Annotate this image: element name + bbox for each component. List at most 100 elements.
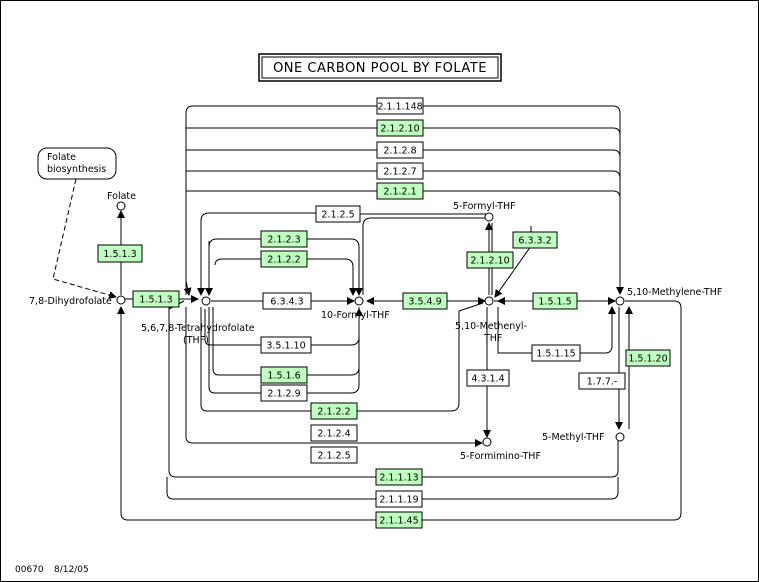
compound-node-5-10-methylene-thf[interactable] — [615, 296, 625, 306]
enzyme-box-rect[interactable] — [260, 366, 308, 384]
folate-biosynthesis-line1: Folate — [47, 152, 76, 163]
enzyme-label: 2.1.1.148 — [377, 102, 422, 113]
enzyme-label: 3.5.4.9 — [408, 297, 441, 308]
enzyme-label: 2.1.2.10 — [470, 256, 509, 267]
enzyme-box-rect[interactable] — [260, 250, 308, 268]
enzyme-box-1-5-1-20[interactable]: 1.5.1.20 — [625, 349, 671, 367]
enzyme-box-rect[interactable] — [531, 344, 581, 362]
compound-node-10-formyl-thf[interactable] — [354, 296, 364, 306]
enzyme-box-rect[interactable] — [375, 468, 423, 486]
enzyme-box-rect[interactable] — [132, 290, 180, 308]
enzyme-label: 1.5.1.20 — [628, 354, 667, 365]
compound-label-folate: Folate — [107, 191, 136, 202]
enzyme-box-rect[interactable] — [376, 97, 424, 115]
enzyme-label: 1.5.1.15 — [536, 349, 575, 360]
enzyme-box-2-1-2-8[interactable]: 2.1.2.8 — [376, 141, 424, 159]
enzyme-label: 2.1.2.8 — [383, 146, 416, 157]
compound-label-5-formyl-thf: 5-Formyl-THF — [453, 201, 516, 212]
enzyme-label: 2.1.2.5 — [321, 210, 354, 221]
enzyme-box-4-3-1-4[interactable]: 4.3.1.4 — [466, 369, 510, 387]
enzyme-label: 1.5.1.5 — [538, 297, 571, 308]
enzyme-box-2-1-2-4[interactable]: 2.1.2.4 — [310, 424, 358, 442]
enzyme-box-rect[interactable] — [466, 369, 510, 387]
enzyme-box-rect[interactable] — [262, 292, 312, 310]
enzyme-box-rect[interactable] — [260, 384, 308, 402]
compound-label-10-formyl-thf: 10-Formyl-THF — [321, 310, 390, 321]
folate-biosynthesis-arrow — [52, 178, 117, 299]
reaction-lines — [117, 105, 682, 521]
enzyme-box-2-1-2-5[interactable]: 2.1.2.5 — [315, 205, 361, 223]
enzyme-boxes: 2.1.1.148 2.1.2.10 2.1.2.8 2.1.2.7 2.1.2.1 2.… — [97, 97, 671, 529]
compound-label-5-formimino-thf: 5-Formimino-THF — [460, 451, 541, 462]
enzyme-box-rect[interactable] — [512, 231, 558, 249]
enzyme-box-2-1-2-5[interactable]: 2.1.2.5 — [310, 446, 358, 464]
enzyme-box-6-3-3-2[interactable]: 6.3.3.2 — [512, 231, 558, 249]
compound-node-thf[interactable] — [201, 296, 211, 306]
folate-biosynthesis-link[interactable] — [37, 147, 117, 180]
enzyme-box-rect[interactable] — [402, 292, 448, 310]
enzyme-box-2-1-2-10[interactable]: 2.1.2.10 — [376, 119, 424, 137]
enzyme-box-2-1-1-13[interactable]: 2.1.1.13 — [375, 468, 423, 486]
enzyme-box-2-1-2-10[interactable]: 2.1.2.10 — [466, 251, 514, 269]
enzyme-box-2-1-2-7[interactable]: 2.1.2.7 — [376, 162, 424, 180]
enzyme-box-1-7-7--[interactable]: 1.7.7.- — [578, 372, 626, 390]
enzyme-box-3-5-1-10[interactable]: 3.5.1.10 — [260, 336, 312, 354]
enzyme-box-3-5-4-9[interactable]: 3.5.4.9 — [402, 292, 448, 310]
enzyme-box-rect[interactable] — [376, 182, 424, 200]
compound-label-thf-line1: 5,6,7,8-Tetrahydrofolate — [141, 323, 255, 334]
enzyme-box-1-5-1-6[interactable]: 1.5.1.6 — [260, 366, 308, 384]
enzyme-box-rect[interactable] — [532, 292, 578, 310]
compound-node-5-methyl-thf[interactable] — [615, 432, 625, 442]
enzyme-box-rect[interactable] — [375, 511, 423, 529]
enzyme-label: 2.1.2.9 — [267, 389, 300, 400]
enzyme-label: 2.1.2.5 — [317, 451, 350, 462]
enzyme-box-1-5-1-3[interactable]: 1.5.1.3 — [132, 290, 180, 308]
enzyme-label: 2.1.1.19 — [379, 495, 418, 506]
map-id: 00670 — [15, 565, 44, 575]
enzyme-label: 3.5.1.10 — [266, 341, 305, 352]
compound-label-dihydrofolate: 7,8-Dihydrofolate — [29, 296, 112, 307]
enzyme-box-2-1-1-45[interactable]: 2.1.1.45 — [375, 511, 423, 529]
enzyme-label: 2.1.2.2 — [267, 255, 300, 266]
enzyme-box-rect[interactable] — [260, 336, 312, 354]
compound-node-folate[interactable] — [116, 201, 126, 211]
enzyme-box-2-1-2-2[interactable]: 2.1.2.2 — [310, 402, 358, 420]
enzyme-box-1-5-1-3[interactable]: 1.5.1.3 — [97, 244, 143, 263]
enzyme-box-rect[interactable] — [375, 490, 423, 508]
enzyme-box-rect[interactable] — [376, 162, 424, 180]
compound-node-dihydrofolate[interactable] — [116, 295, 126, 305]
enzyme-label: 2.1.1.45 — [379, 516, 418, 527]
enzyme-box-1-5-1-15[interactable]: 1.5.1.15 — [531, 344, 581, 362]
enzyme-box-rect[interactable] — [376, 119, 424, 137]
compound-nodes — [116, 201, 625, 447]
title-frame-inner — [261, 56, 499, 79]
enzyme-box-rect[interactable] — [466, 251, 514, 269]
enzyme-label: 1.7.7.- — [587, 377, 618, 388]
enzyme-box-2-1-1-19[interactable]: 2.1.1.19 — [375, 490, 423, 508]
compound-node-5-formyl-thf[interactable] — [484, 212, 494, 222]
enzyme-label: 1.5.1.6 — [267, 371, 300, 382]
enzyme-box-rect[interactable] — [315, 205, 361, 223]
compound-node-5-10-methenyl-thf[interactable] — [484, 296, 494, 306]
compound-label-methenyl-line1: 5,10-Methenyl- — [455, 321, 527, 332]
enzyme-box-rect[interactable] — [260, 230, 308, 248]
enzyme-box-2-1-2-9[interactable]: 2.1.2.9 — [260, 384, 308, 402]
compound-node-5-formimino-thf[interactable] — [482, 437, 492, 447]
enzyme-label: 2.1.1.13 — [379, 473, 418, 484]
compound-label-5-10-methylene-thf: 5,10-Methylene-THF — [627, 287, 722, 298]
enzyme-label: 2.1.2.3 — [267, 235, 300, 246]
enzyme-box-2-1-1-148[interactable]: 2.1.1.148 — [376, 97, 424, 115]
enzyme-box-rect[interactable] — [376, 141, 424, 159]
enzyme-box-2-1-2-3[interactable]: 2.1.2.3 — [260, 230, 308, 248]
enzyme-box-2-1-2-2[interactable]: 2.1.2.2 — [260, 250, 308, 268]
enzyme-box-rect[interactable] — [310, 446, 358, 464]
enzyme-box-rect[interactable] — [578, 372, 626, 390]
enzyme-box-rect[interactable] — [310, 402, 358, 420]
enzyme-box-rect[interactable] — [97, 244, 143, 263]
enzyme-box-2-1-2-1[interactable]: 2.1.2.1 — [376, 182, 424, 200]
enzyme-box-rect[interactable] — [625, 349, 671, 367]
enzyme-box-1-5-1-5[interactable]: 1.5.1.5 — [532, 292, 578, 310]
enzyme-box-6-3-4-3[interactable]: 6.3.4.3 — [262, 292, 312, 310]
enzyme-box-rect[interactable] — [310, 424, 358, 442]
